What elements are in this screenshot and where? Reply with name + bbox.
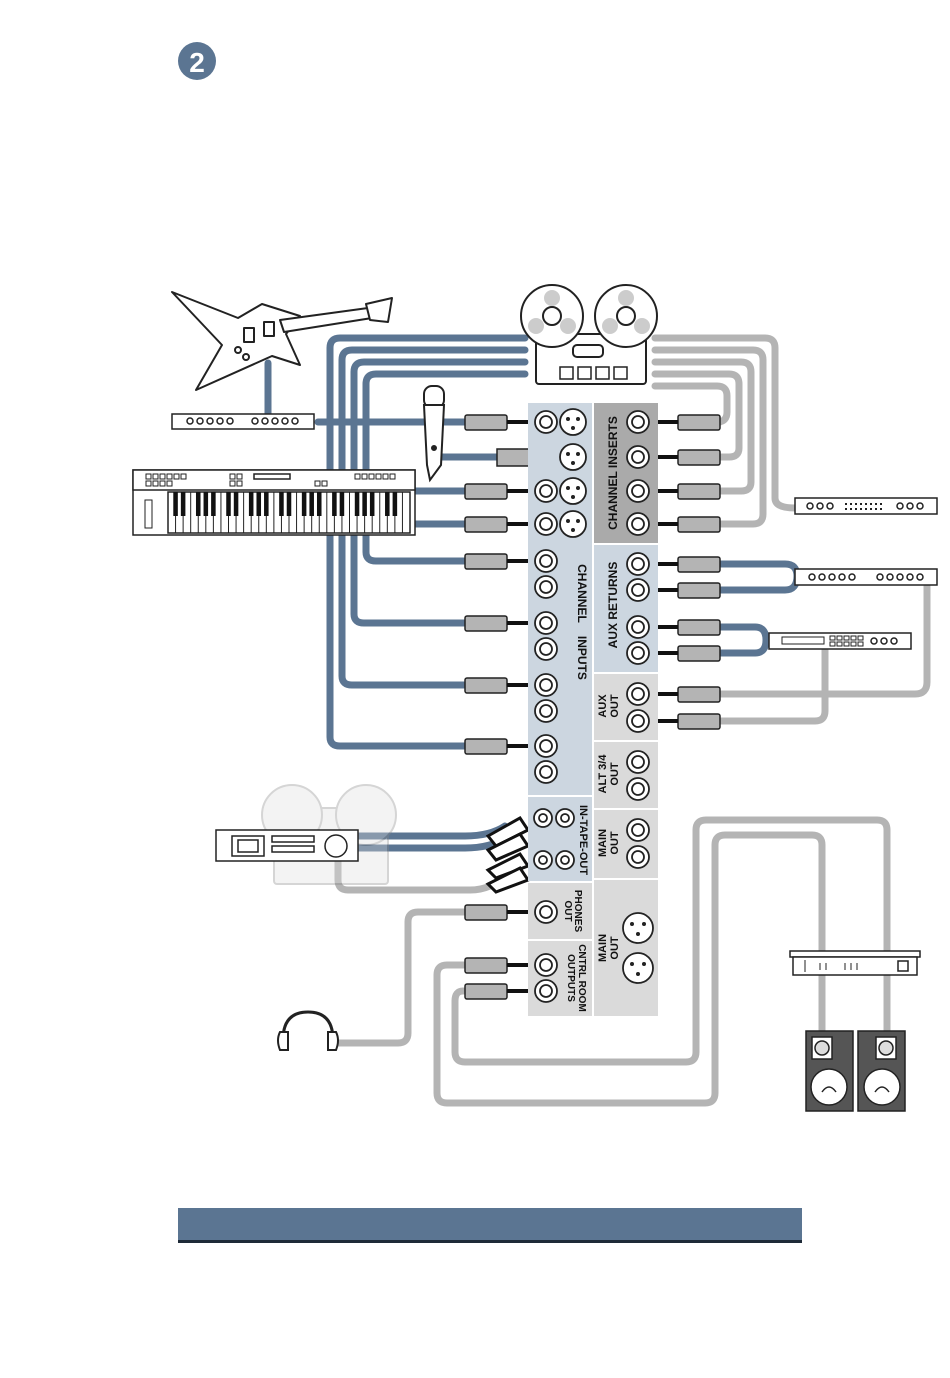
speaker-icon-2	[858, 1031, 905, 1111]
label-cntrl-room-2: OUTPUTS	[565, 954, 576, 1002]
label-aux-returns: AUX RETURNS	[606, 562, 620, 649]
footer-bar	[178, 1208, 802, 1243]
keyboard-black-key	[249, 492, 254, 516]
keyboard-black-key	[234, 492, 239, 516]
di-box-icon	[172, 414, 314, 429]
label-main-out-xlr-2: OUT	[609, 936, 621, 960]
keyboard-black-key	[226, 492, 231, 516]
keyboard-black-key	[385, 492, 390, 516]
label-cntrl-room-1: CNTRL ROOM	[576, 944, 587, 1012]
insert-plugs	[655, 415, 720, 729]
keyboard-black-key	[287, 492, 292, 516]
keyboard-black-key	[279, 492, 284, 516]
keyboard-black-key	[309, 492, 314, 516]
keyboard-black-key	[181, 492, 186, 516]
label-channel-inserts: CHANNEL INSERTS	[606, 416, 620, 530]
label-main-out-xlr-1: MAIN	[597, 934, 609, 962]
label-in-tape-out: IN-TAPE-OUT	[577, 805, 589, 875]
keyboard-black-key	[264, 492, 269, 516]
microphone-icon	[424, 386, 444, 480]
label-phones-out-2: OUT	[562, 900, 573, 921]
keyboard-black-key	[317, 492, 322, 516]
keyboard-black-key	[362, 492, 367, 516]
keyboard-black-key	[340, 492, 345, 516]
keyboard-black-key	[211, 492, 216, 516]
keyboard-black-key	[370, 492, 375, 516]
keyboard-black-key	[355, 492, 360, 516]
label-channel-inputs: CHANNEL INPUTS	[575, 564, 589, 680]
step-badge: 2	[178, 42, 216, 80]
effects-unit-icon	[769, 633, 911, 649]
step-number: 2	[189, 47, 205, 78]
label-alt-out-1: ALT 3/4	[597, 754, 609, 794]
label-main-out-1: MAIN	[597, 829, 609, 857]
label-aux-out-2: OUT	[609, 694, 621, 718]
speaker-icon	[806, 1031, 853, 1111]
label-alt-out-2: OUT	[609, 762, 621, 786]
label-main-out-2: OUT	[609, 831, 621, 855]
keyboard-black-key	[393, 492, 398, 516]
effects-processor-icon	[795, 569, 937, 585]
patchbay-icon	[795, 498, 937, 514]
keyboard-black-key	[196, 492, 201, 516]
keyboard-black-key	[173, 492, 178, 516]
keyboard-black-key	[302, 492, 307, 516]
keyboard-black-key	[204, 492, 209, 516]
power-amplifier-icon	[790, 951, 920, 975]
keyboard-black-key	[332, 492, 337, 516]
keyboard-icon	[133, 470, 415, 535]
keyboard-black-key	[256, 492, 261, 516]
label-aux-out-1: AUX	[597, 694, 609, 718]
tape-deck-icon	[521, 285, 657, 384]
cassette-deck-icon	[216, 785, 396, 884]
headphones-icon	[278, 1012, 338, 1050]
